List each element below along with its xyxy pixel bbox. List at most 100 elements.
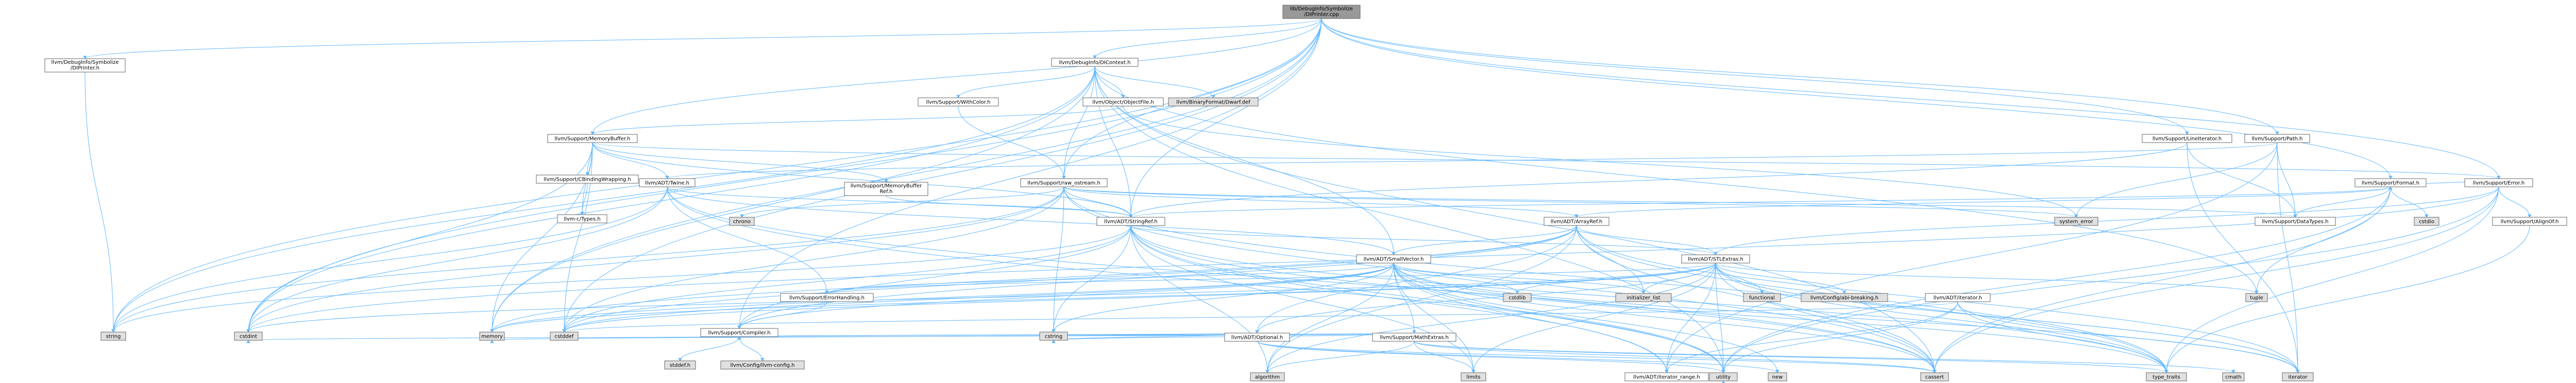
graph-node-llvmconfig[interactable]: llvm/Config/llvm-config.h <box>720 360 805 370</box>
graph-node-errhandling[interactable]: llvm/Support/ErrorHandling.h <box>780 293 874 302</box>
edge-path <box>1723 301 1958 373</box>
graph-node-iterator[interactable]: iterator <box>2282 372 2314 381</box>
graph-node-chrono[interactable]: chrono <box>729 217 755 226</box>
graph-edge <box>1414 341 1476 373</box>
node-box <box>2142 134 2232 143</box>
graph-node-root[interactable]: lib/DebugInfo/Symbolize/DIPrinter.cpp <box>1282 5 1361 19</box>
edge-arrowhead <box>1775 370 1780 373</box>
edge-path <box>1393 263 1415 334</box>
graph-node-vcstdio[interactable]: stddef.h <box>664 360 696 370</box>
graph-node-string[interactable]: string <box>100 332 126 341</box>
graph-node-mathextras[interactable]: llvm/Support/MathExtras.h <box>1372 333 1456 342</box>
edge-path <box>1715 263 2167 373</box>
node-label: llvm/Support/MathExtras.h <box>1380 335 1449 341</box>
graph-node-iterrange[interactable]: llvm/ADT/iterator_range.h <box>1624 372 1709 381</box>
edge-arrowhead <box>665 176 669 179</box>
graph-node-cstdint[interactable]: cstdint <box>234 332 263 341</box>
graph-edge <box>592 142 2501 179</box>
graph-node-lineiter[interactable]: llvm/Support/LineIterator.h <box>2142 134 2232 143</box>
graph-node-optional[interactable]: llvm/ADT/Optional.h <box>1224 333 1290 342</box>
edge-path <box>1257 341 1935 373</box>
graph-edge <box>2164 225 2530 373</box>
graph-edge <box>825 263 1716 294</box>
edge-path <box>1321 18 2188 135</box>
graph-node-cstddef[interactable]: cstddef <box>550 332 579 341</box>
graph-node-memory[interactable]: memory <box>479 332 505 341</box>
edge-arrowhead <box>2528 214 2532 218</box>
node-label: initializer_list <box>1626 295 1660 301</box>
edge-path <box>248 142 593 333</box>
graph-node-errorh[interactable]: llvm/Support/Error.h <box>2464 178 2533 187</box>
graph-node-format[interactable]: llvm/Support/Format.h <box>2354 178 2427 187</box>
graph-node-utility[interactable]: utility <box>1709 372 1738 381</box>
edge-path <box>1393 263 1518 294</box>
graph-node-newh[interactable]: new <box>1768 372 1787 381</box>
edge-path <box>1414 341 2167 373</box>
node-box <box>1925 293 1991 302</box>
edge-path <box>1063 186 1131 218</box>
node-label: llvm/DebugInfo/Symbolize <box>51 60 118 65</box>
graph-node-cassert[interactable]: cassert <box>1920 372 1949 381</box>
node-label: /DIPrinter.h <box>71 65 99 71</box>
graph-node-typetraits[interactable]: type_traits <box>2146 372 2187 381</box>
edge-path <box>564 225 1577 333</box>
edge-path <box>1957 301 2298 373</box>
graph-node-cmath[interactable]: cmath <box>2222 372 2245 381</box>
graph-node-cstdlib[interactable]: cstdlib <box>1503 293 1532 302</box>
node-box <box>1039 332 1068 341</box>
node-label: system_error <box>2059 219 2093 225</box>
edge-path <box>2390 186 2427 218</box>
graph-node-cstdio[interactable]: cstdio <box>2414 217 2439 226</box>
graph-node-compiler[interactable]: llvm/Support/Compiler.h <box>700 328 778 337</box>
node-box <box>1544 217 1609 226</box>
graph-node-systemerror[interactable]: system_error <box>2054 217 2098 226</box>
edge-path <box>739 336 763 361</box>
graph-node-abibreaking[interactable]: llvm/Config/abi-breaking.h <box>1801 293 1888 302</box>
node-label: llvm/Support/AlignOf.h <box>2501 219 2559 225</box>
graph-edge <box>1255 225 1577 334</box>
graph-node-dicontext[interactable]: llvm/DebugInfo/DIContext.h <box>1051 58 1139 67</box>
graph-node-stlextras[interactable]: llvm/ADT/STLExtras.h <box>1681 254 1750 264</box>
node-label: llvm/Support/Path.h <box>2252 136 2303 142</box>
graph-node-diprinter_h[interactable]: llvm/DebugInfo/Symbolize/DIPrinter.h <box>44 58 126 73</box>
graph-node-alignof[interactable]: llvm/Support/AlignOf.h <box>2492 217 2567 226</box>
graph-edge <box>1094 66 1133 218</box>
graph-node-cbinding[interactable]: llvm/Support/CBindingWrapping.h <box>536 175 639 184</box>
graph-node-initlist[interactable]: initializer_list <box>1615 293 1672 302</box>
node-label: type_traits <box>2153 375 2180 380</box>
graph-node-rawostream[interactable]: llvm/Support/raw_ostream.h <box>1020 178 1108 187</box>
edge-path <box>1257 225 1577 334</box>
graph-node-smallvector[interactable]: llvm/ADT/SmallVector.h <box>1356 254 1431 264</box>
edge-arrowhead <box>1093 55 1097 59</box>
node-label: cstdio <box>2419 219 2434 225</box>
graph-edge <box>958 106 1066 179</box>
graph-node-objfile[interactable]: llvm/Object/ObjectFile.h <box>1082 97 1164 107</box>
graph-node-functional[interactable]: functional <box>1743 293 1781 302</box>
graph-node-arrayref[interactable]: llvm/ADT/ArrayRef.h <box>1544 217 1609 226</box>
graph-edge <box>590 106 1124 135</box>
graph-node-stringref[interactable]: llvm/ADT/StringRef.h <box>1096 217 1165 226</box>
node-box <box>557 214 607 223</box>
graph-node-limits[interactable]: limits <box>1461 372 1486 381</box>
graph-node-binformat[interactable]: llvm/BinaryFormat/Dwarf.def <box>1168 97 1259 107</box>
edge-path <box>1393 263 1935 373</box>
edge-path <box>1715 263 2298 373</box>
graph-node-datatypes[interactable]: llvm/Support/DataTypes.h <box>2255 217 2336 226</box>
graph-node-ctypes[interactable]: llvm-c/Types.h <box>557 214 607 223</box>
graph-edge <box>490 66 1095 333</box>
graph-node-withcolor[interactable]: llvm/Support/WithColor.h <box>918 97 999 107</box>
graph-node-iteratorh[interactable]: llvm/ADT/iterator.h <box>1925 293 1991 302</box>
edge-path <box>2256 186 2391 294</box>
graph-node-tuple[interactable]: tuple <box>2245 293 2268 302</box>
node-box <box>700 328 778 337</box>
graph-node-algorithm[interactable]: algorithm <box>1250 372 1285 381</box>
graph-node-membuf[interactable]: llvm/Support/MemoryBuffer.h <box>547 134 638 143</box>
graph-node-path[interactable]: llvm/Support/Path.h <box>2244 134 2310 143</box>
graph-node-cstring[interactable]: cstring <box>1039 332 1068 341</box>
node-box <box>720 360 805 370</box>
edge-path <box>248 66 1095 333</box>
graph-node-twine[interactable]: llvm/ADT/Twine.h <box>639 178 696 187</box>
edge-path <box>1130 18 1322 218</box>
node-box <box>2255 217 2336 226</box>
